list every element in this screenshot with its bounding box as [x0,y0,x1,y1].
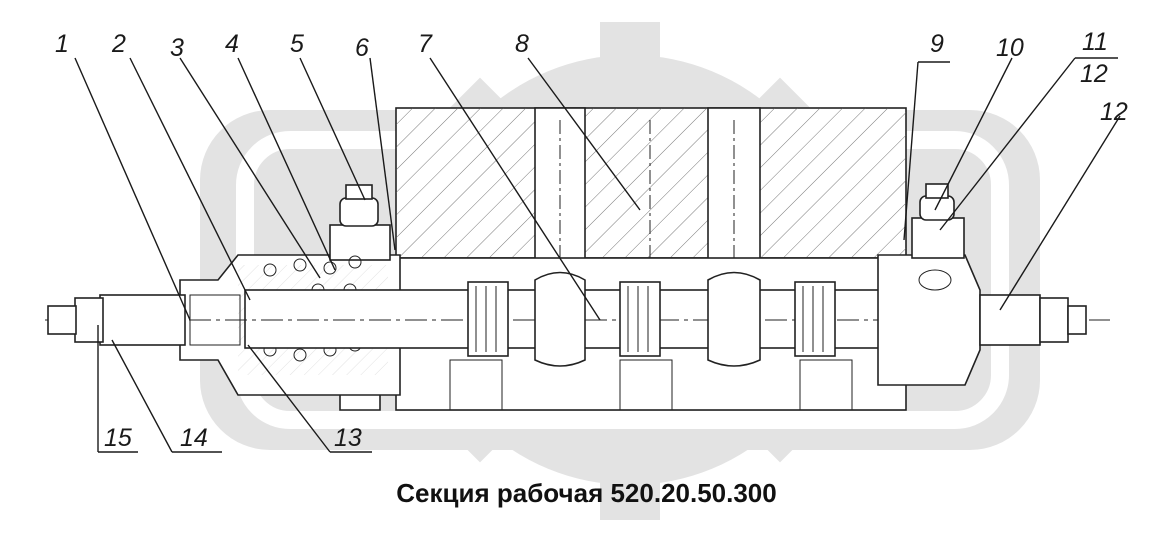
leader-lines [74,57,1121,453]
callout-15: 15 [104,424,132,452]
callout-13: 13 [334,424,362,452]
valve-body-upper [395,107,907,271]
left-plug [47,294,186,346]
right-plug [979,294,1087,346]
callout-12-fraction: 12 [1080,60,1108,88]
callout-14: 14 [180,424,208,452]
right-housing [877,183,981,386]
callout-5: 5 [290,30,304,58]
callout-3: 3 [170,34,184,62]
callout-11: 11 [1082,28,1108,56]
callout-2: 2 [111,30,126,58]
callout-labels: 1 2 3 4 5 6 7 8 9 10 11 12 12 13 14 15 [55,28,1128,452]
callout-6: 6 [355,34,369,62]
callout-7: 7 [418,30,433,58]
callout-8: 8 [515,30,529,58]
spool [45,271,1110,367]
callout-10: 10 [996,34,1024,62]
callout-12: 12 [1100,98,1128,126]
callout-1: 1 [55,30,69,58]
callout-4: 4 [225,30,239,58]
drawing-caption: Секция рабочая 520.20.50.300 [396,478,777,508]
callout-9: 9 [930,30,944,58]
